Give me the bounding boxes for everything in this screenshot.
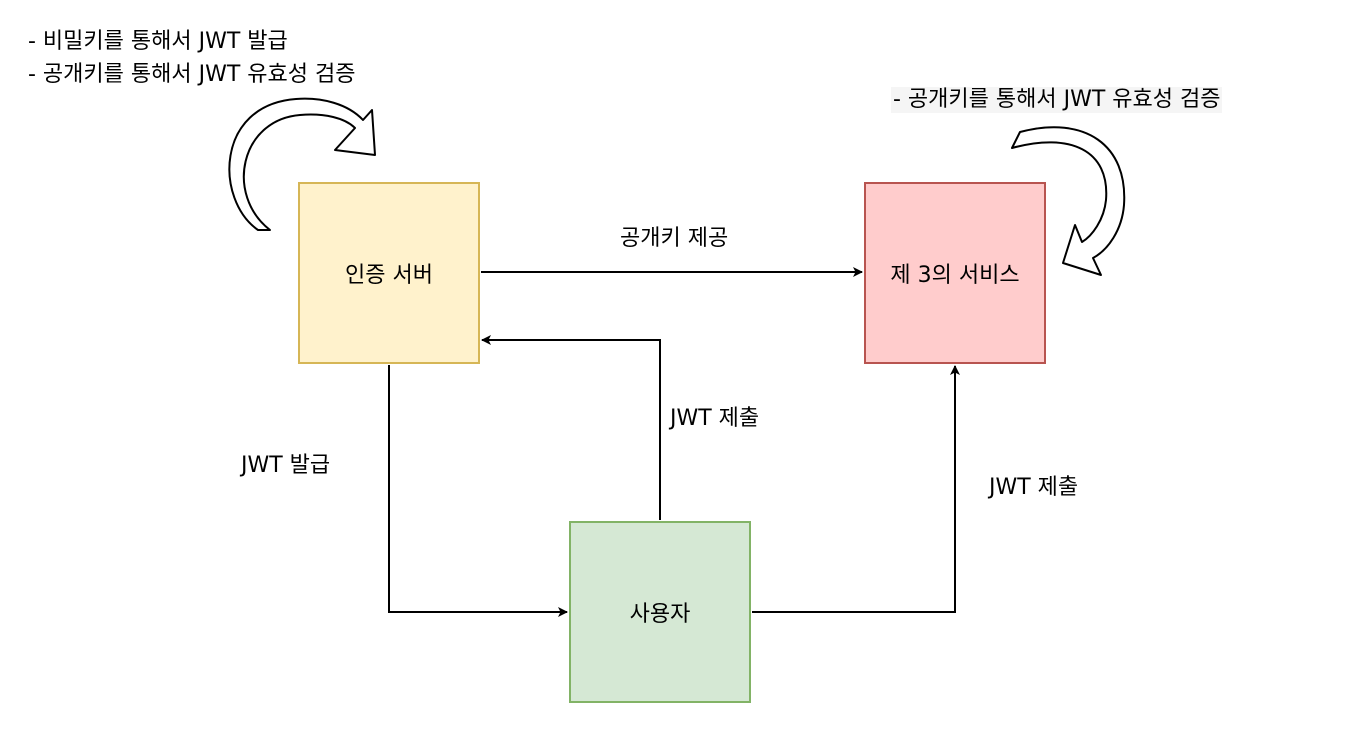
third-party-note: - 공개키를 통해서 JWT 유효성 검증 — [891, 87, 1223, 113]
auth-server-label: 인증 서버 — [345, 263, 433, 288]
auth-note-line-2: - 공개키를 통해서 JWT 유효성 검증 — [28, 62, 356, 87]
curved-arrow-auth — [228, 97, 376, 231]
user-label: 사용자 — [629, 602, 691, 627]
edge-label-jwt-submit-third: JWT 제출 — [989, 475, 1079, 500]
third-party-service-node[interactable]: 제 3의 서비스 — [864, 182, 1046, 364]
auth-note-line-1: - 비밀키를 통해서 JWT 발급 — [28, 29, 288, 54]
curved-arrow-third — [1011, 126, 1126, 276]
third-party-service-label: 제 3의 서비스 — [890, 263, 1020, 288]
user-node[interactable]: 사용자 — [569, 521, 751, 703]
edge-label-public-key: 공개키 제공 — [620, 226, 729, 251]
edge-user-to-auth[interactable] — [481, 335, 661, 520]
edge-label-jwt-issue: JWT 발급 — [241, 453, 331, 478]
edge-user-to-third[interactable] — [752, 365, 960, 613]
edge-label-jwt-submit-auth: JWT 제출 — [670, 406, 760, 431]
edge-auth-to-user[interactable] — [388, 365, 568, 617]
auth-server-node[interactable]: 인증 서버 — [298, 182, 480, 364]
